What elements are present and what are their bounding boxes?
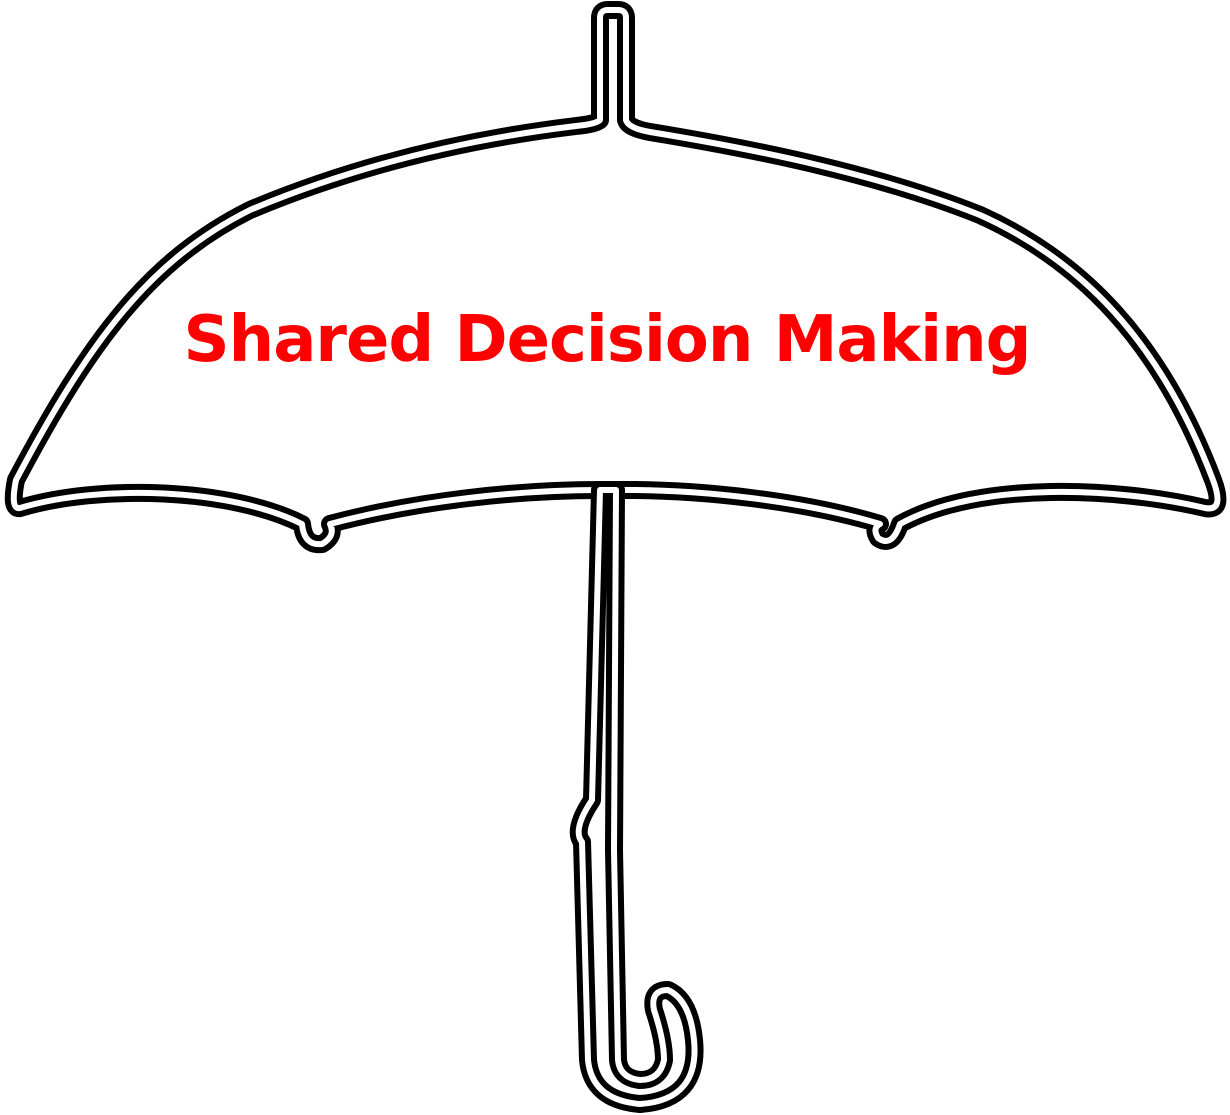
umbrella-handle bbox=[569, 481, 704, 1113]
umbrella-canopy bbox=[4, 1, 1227, 554]
canopy-label: Shared Decision Making bbox=[183, 303, 1032, 377]
